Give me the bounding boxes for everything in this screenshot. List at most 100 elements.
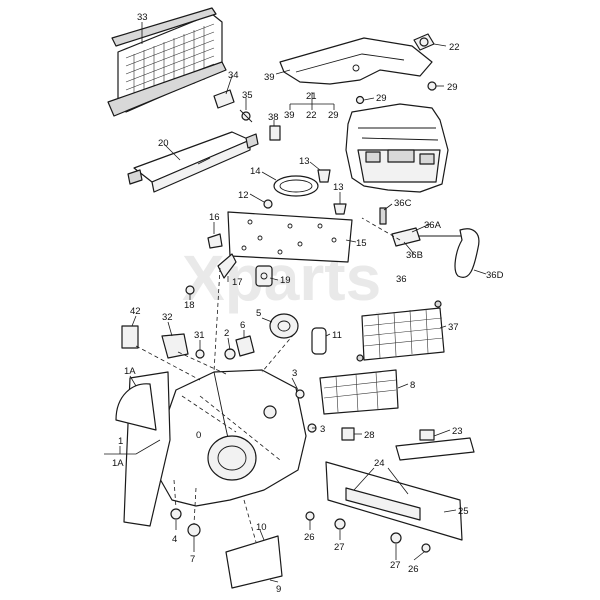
part-42-bracket[interactable] <box>121 325 139 349</box>
part-14-ring[interactable] <box>273 175 319 197</box>
callout-10: 10 <box>256 522 267 533</box>
callout-21-sub-39: 39 <box>284 110 295 121</box>
part-7-cap[interactable] <box>187 523 201 537</box>
callout-27-left: 27 <box>334 542 345 553</box>
callout-32: 32 <box>162 312 173 323</box>
callout-13-lower: 13 <box>333 182 344 193</box>
callout-7: 7 <box>190 554 195 565</box>
part-32-bracket[interactable] <box>161 333 189 359</box>
callout-9: 9 <box>276 584 281 595</box>
callout-24: 24 <box>374 458 385 469</box>
part-18-screw[interactable] <box>185 285 195 295</box>
part-10-panel[interactable] <box>225 535 283 589</box>
leader-lines <box>104 22 487 583</box>
callout-36: 36 <box>396 274 407 285</box>
callout-21: 21 <box>306 91 317 102</box>
callout-38: 38 <box>268 112 279 123</box>
part-26-screw-right[interactable] <box>421 543 431 553</box>
callout-0: 0 <box>196 430 201 441</box>
part-27-nut-left[interactable] <box>334 518 346 530</box>
part-37-cargo-net[interactable] <box>356 300 445 362</box>
callout-15: 15 <box>356 238 367 249</box>
callout-2: 2 <box>224 328 229 339</box>
part-1-side-panel[interactable] <box>155 369 307 507</box>
callout-31: 31 <box>194 330 205 341</box>
part-27-nut-right[interactable] <box>390 532 402 544</box>
part-33-partition-net[interactable] <box>107 7 227 117</box>
callout-3-lower: 3 <box>320 424 325 435</box>
part-25-sill-trim[interactable] <box>325 461 463 541</box>
callout-36a: 36A <box>424 220 442 231</box>
part-17-hook[interactable] <box>217 253 237 279</box>
callout-6: 6 <box>240 320 245 331</box>
part-13-clip-upper[interactable] <box>317 169 331 183</box>
callout-4: 4 <box>172 534 177 545</box>
callout-29-center: 29 <box>376 93 387 104</box>
callout-36d: 36D <box>486 270 504 281</box>
part-21-trim-panel[interactable] <box>279 37 433 85</box>
part-16-cap[interactable] <box>207 233 223 249</box>
callout-29-right: 29 <box>447 82 458 93</box>
part-20-luggage-cover[interactable] <box>127 131 259 193</box>
part-11-cover[interactable] <box>311 327 327 355</box>
callout-21-sub-29: 29 <box>328 110 339 121</box>
part-28-clip[interactable] <box>341 427 355 441</box>
callout-11: 11 <box>332 330 342 341</box>
callout-35: 35 <box>242 90 253 101</box>
part-8-storage-tray[interactable] <box>319 369 399 415</box>
part-2-clip[interactable] <box>224 348 236 360</box>
part-22-lamp[interactable] <box>413 33 435 51</box>
callout-5: 5 <box>256 308 261 319</box>
callout-25: 25 <box>458 506 469 517</box>
callout-39: 39 <box>264 72 275 83</box>
part-12-screw[interactable] <box>263 199 273 209</box>
part-15-side-trim[interactable] <box>227 211 353 263</box>
callout-3-upper: 3 <box>292 368 297 379</box>
callout-12: 12 <box>238 190 249 201</box>
callout-labels: 33 34 35 20 22 39 29 21 39 22 29 29 38 1… <box>112 12 504 595</box>
part-36-lock-assembly[interactable] <box>379 207 480 278</box>
callout-33: 33 <box>137 12 148 23</box>
assembly-dash-lines <box>135 217 401 543</box>
callout-36c: 36C <box>394 198 412 209</box>
callout-37: 37 <box>448 322 459 333</box>
callout-42: 42 <box>130 306 141 317</box>
part-23-strip[interactable] <box>395 429 475 461</box>
callout-26-right: 26 <box>408 564 419 575</box>
part-19-latch[interactable] <box>255 265 273 287</box>
part-4-cap[interactable] <box>170 508 182 520</box>
callout-23: 23 <box>452 426 463 437</box>
callout-13-upper: 13 <box>299 156 310 167</box>
callout-34: 34 <box>228 70 239 81</box>
callout-1a-top: 1A <box>124 366 136 377</box>
callout-36b: 36B <box>406 250 423 261</box>
callout-8: 8 <box>410 380 415 391</box>
callout-26-left: 26 <box>304 532 315 543</box>
part-1a-pillar-trim[interactable] <box>115 371 171 527</box>
callout-14: 14 <box>250 166 261 177</box>
callout-21-sub-22: 22 <box>306 110 317 121</box>
callout-20: 20 <box>158 138 169 149</box>
part-35-screw[interactable] <box>239 109 253 123</box>
part-31-screw[interactable] <box>195 349 205 359</box>
callout-17: 17 <box>232 277 243 288</box>
callout-28: 28 <box>364 430 375 441</box>
part-34-holder[interactable] <box>213 89 235 109</box>
part-29-clip[interactable] <box>355 81 437 105</box>
tailgate[interactable] <box>345 103 449 193</box>
callout-22: 22 <box>449 42 460 53</box>
callout-1a-bottom: 1A <box>112 458 124 469</box>
callout-19: 19 <box>280 275 291 286</box>
part-26-screw-left[interactable] <box>305 511 315 521</box>
part-3-screw-upper[interactable] <box>295 389 305 399</box>
callout-1: 1 <box>118 436 123 447</box>
part-5-grommet[interactable] <box>269 313 299 339</box>
part-38-plug[interactable] <box>269 125 281 141</box>
part-13-clip-lower[interactable] <box>333 203 347 215</box>
part-6-clip[interactable] <box>235 335 255 357</box>
callout-18: 18 <box>184 300 195 311</box>
callout-16: 16 <box>209 212 220 223</box>
callout-27-right: 27 <box>390 560 401 571</box>
